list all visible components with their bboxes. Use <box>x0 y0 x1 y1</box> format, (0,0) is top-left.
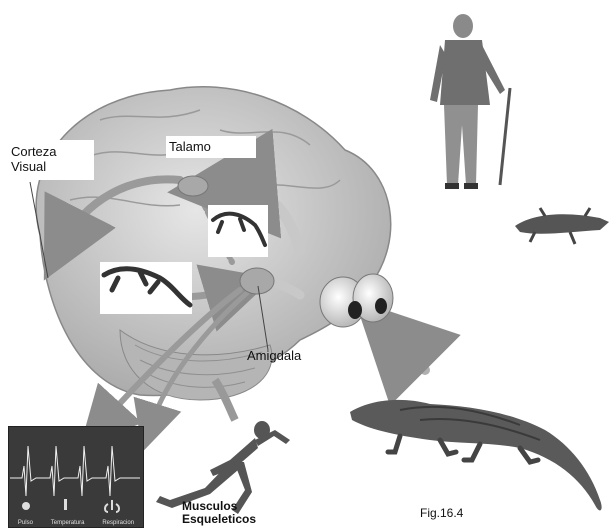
vital-signs-monitor: Pulso Temperatura Respiracion <box>8 426 144 528</box>
human-figure <box>430 14 510 189</box>
thalamus-node <box>178 176 208 196</box>
stimulus-to-eyes-arrow <box>390 335 425 370</box>
figure-number: Fig.16.4 <box>420 506 463 521</box>
amygdala-label: Amigdala <box>247 348 301 363</box>
amygdala-node <box>240 268 274 294</box>
thalamus-label: Talamo <box>169 139 211 154</box>
pulse-label: Pulso <box>18 520 33 526</box>
skeletal-muscles-label: Musculos Esqueleticos <box>182 500 256 526</box>
visual-cortex-label: Corteza Visual <box>11 144 57 174</box>
eyes <box>320 274 393 327</box>
small-crocodile <box>515 208 609 244</box>
respiration-label: Respiracion <box>102 520 134 526</box>
large-crocodile <box>350 400 602 511</box>
temperature-label: Temperatura <box>51 520 85 526</box>
monitor-labels: Pulso Temperatura Respiracion <box>9 520 143 526</box>
